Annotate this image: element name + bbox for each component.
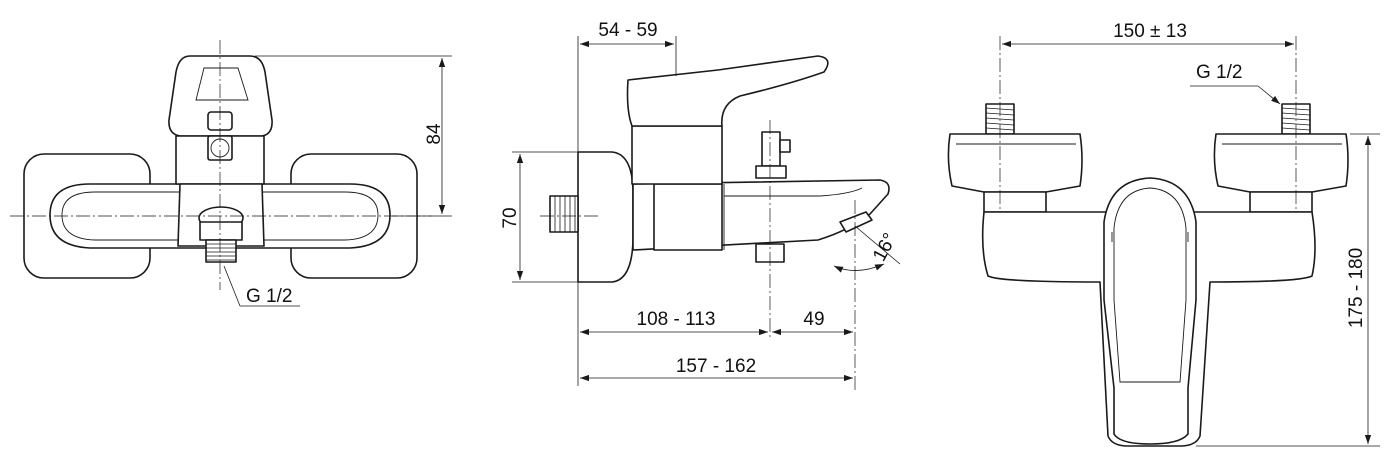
side-view: 54 - 59 70 108 - 113 49 157 - 162 16°: [500, 20, 901, 390]
body-length-label: 108 - 113: [637, 309, 716, 330]
spout-reach-label: 49: [803, 309, 824, 330]
back-thread-label: G 1/2: [1196, 62, 1242, 83]
left-eccentric-nut: [947, 133, 1083, 193]
spout-angle-label: 16°: [869, 230, 901, 265]
right-eccentric-nut: [1213, 133, 1349, 193]
front-height-label: 84: [424, 123, 445, 145]
front-thread-label: G 1/2: [246, 286, 292, 307]
back-height-label: 175 - 180: [1346, 248, 1367, 328]
side-escutcheon: [577, 151, 634, 283]
front-view: 84 G 1/2: [10, 40, 452, 307]
total-length-label: 157 - 162: [676, 356, 756, 377]
side-height-label: 70: [500, 207, 521, 228]
back-lever: [1103, 177, 1197, 445]
centers-label: 150 ± 13: [1113, 21, 1187, 42]
side-lever: [626, 55, 829, 127]
lever-offset-label: 54 - 59: [598, 20, 657, 41]
back-view: 150 ± 13 G 1/2 175 - 180: [947, 21, 1380, 447]
